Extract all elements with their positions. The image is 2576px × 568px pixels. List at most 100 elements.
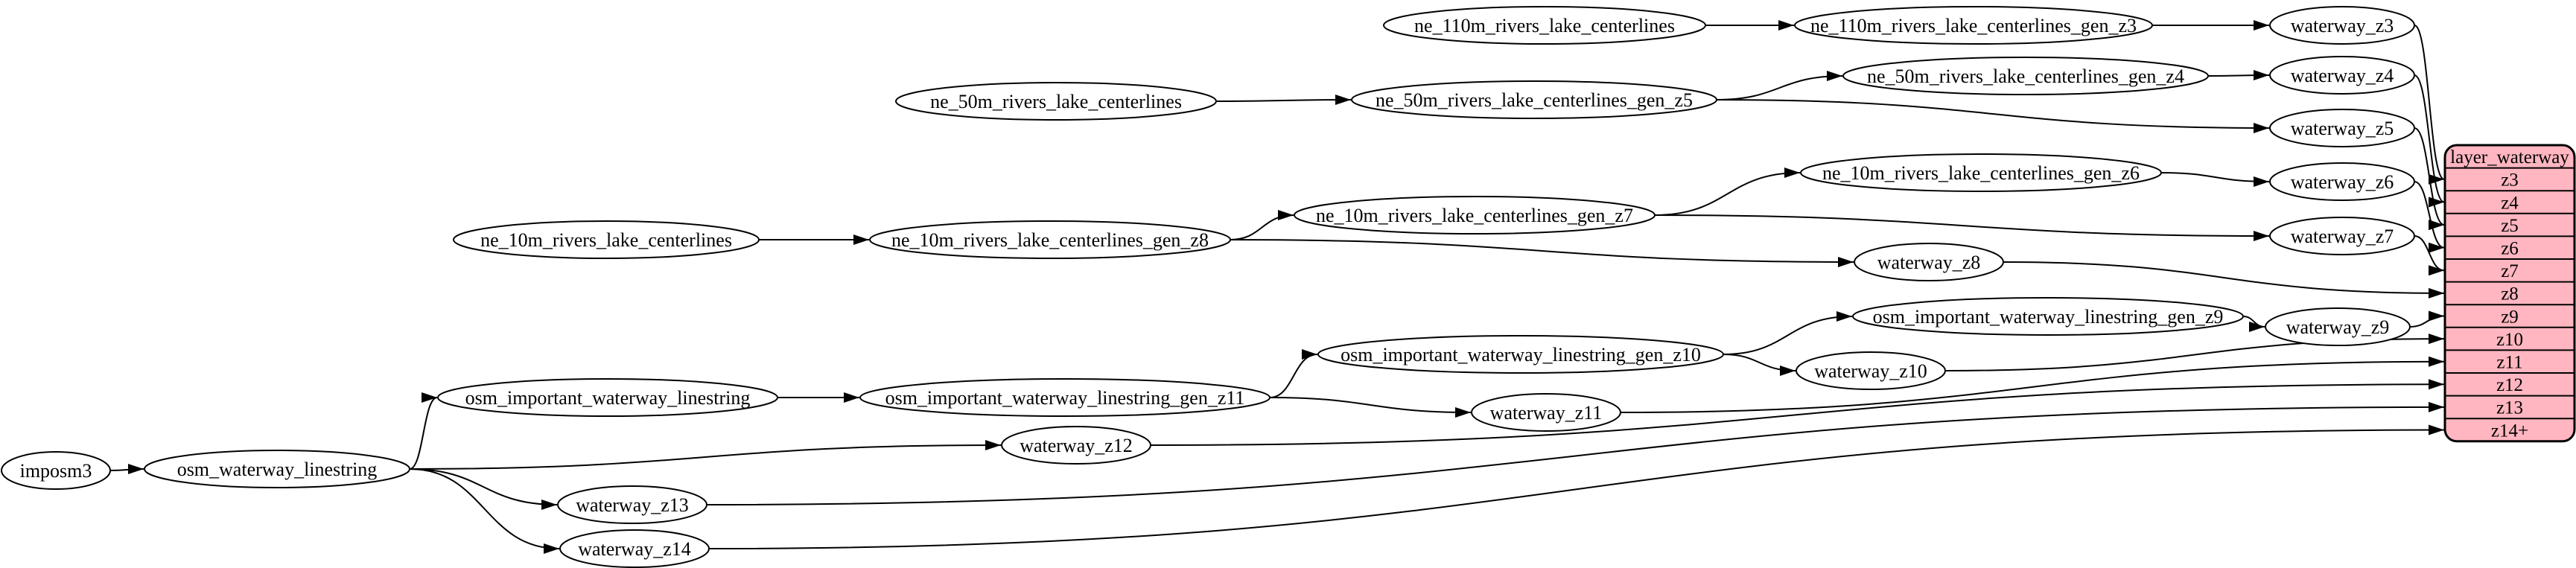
node-label: ne_50m_rivers_lake_centerlines_gen_z4 <box>1867 66 2184 87</box>
node-label: ne_50m_rivers_lake_centerlines_gen_z5 <box>1376 89 1693 111</box>
node-ellipse <box>2269 56 2415 95</box>
node-label: ne_10m_rivers_lake_centerlines <box>480 229 732 251</box>
node-waterway_z4: waterway_z4 <box>2269 56 2415 95</box>
node-label: ne_10m_rivers_lake_centerlines_gen_z6 <box>1822 162 2140 184</box>
node-ne_10m_rivers_lake_centerlines_gen_z7: ne_10m_rivers_lake_centerlines_gen_z7 <box>1294 196 1656 234</box>
edge-ne_10m_rivers_lake_centerlines_gen_z7-to-ne_10m_rivers_lake_centerlines_gen_z6 <box>1654 167 1801 216</box>
record-row-z6: z6 <box>2501 238 2519 258</box>
node-label: waterway_z10 <box>1814 360 1927 382</box>
node-label: ne_10m_rivers_lake_centerlines_gen_z8 <box>891 229 1209 251</box>
node-ellipse <box>2269 217 2415 255</box>
node-label: ne_10m_rivers_lake_centerlines_gen_z7 <box>1316 205 1633 226</box>
node-label: osm_important_waterway_linestring_gen_z1… <box>885 387 1245 409</box>
node-ne_10m_rivers_lake_centerlines_gen_z6: ne_10m_rivers_lake_centerlines_gen_z6 <box>1800 153 2162 192</box>
edge-osm_waterway_linestring-to-waterway_z14 <box>409 468 560 554</box>
node-label: osm_important_waterway_linestring <box>465 387 751 409</box>
node-label: ne_110m_rivers_lake_centerlines_gen_z3 <box>1810 15 2137 36</box>
record-row-z3: z3 <box>2501 170 2519 191</box>
edge-ne_10m_rivers_lake_centerlines_gen_z8-to-ne_10m_rivers_lake_centerlines_gen_z7 <box>1230 210 1294 240</box>
edge-osm_important_waterway_linestring_gen_z10-to-osm_important_waterway_linestring_gen_z9 <box>1723 311 1853 355</box>
record-row-z7: z7 <box>2501 261 2519 281</box>
node-ellipse <box>1001 426 1151 465</box>
node-waterway_z9: waterway_z9 <box>2265 307 2411 346</box>
node-ellipse <box>1800 153 2162 192</box>
node-waterway_z8: waterway_z8 <box>1854 243 2004 281</box>
edge-ne_50m_rivers_lake_centerlines_gen_z5-to-waterway_z5 <box>1716 99 2270 133</box>
record-row-z13: z13 <box>2496 398 2523 418</box>
edge-ne_50m_rivers_lake_centerlines_gen_z5-to-ne_50m_rivers_lake_centerlines_gen_z4 <box>1716 71 1843 100</box>
node-ne_50m_rivers_lake_centerlines_gen_z4: ne_50m_rivers_lake_centerlines_gen_z4 <box>1842 57 2209 95</box>
record-title: layer_waterway <box>2450 147 2569 167</box>
node-label: waterway_z11 <box>1490 402 1603 424</box>
edge-ne_10m_rivers_lake_centerlines_gen_z8-to-waterway_z8 <box>1230 239 1854 267</box>
node-waterway_z6: waterway_z6 <box>2269 162 2415 201</box>
node-ellipse <box>1317 335 1724 374</box>
node-label: waterway_z12 <box>1020 435 1133 456</box>
edge-osm_waterway_linestring-to-waterway_z12 <box>409 440 1002 470</box>
node-ellipse <box>557 485 707 524</box>
node-label: waterway_z13 <box>576 494 689 516</box>
node-ne_10m_rivers_lake_centerlines_gen_z8: ne_10m_rivers_lake_centerlines_gen_z8 <box>869 220 1231 259</box>
node-label: osm_waterway_linestring <box>177 459 378 480</box>
node-ellipse <box>2269 109 2415 147</box>
node-waterway_z12: waterway_z12 <box>1001 426 1151 465</box>
edge-osm_important_waterway_linestring_gen_z10-to-waterway_z10 <box>1723 354 1796 376</box>
edge-osm_important_waterway_linestring_gen_z9-to-waterway_z9 <box>2242 316 2265 332</box>
edge-waterway_z6-to-layer_waterway-z6 <box>2414 181 2445 253</box>
node-ellipse <box>1383 6 1706 45</box>
edge-osm_waterway_linestring-to-osm_important_waterway_linestring <box>409 392 438 470</box>
edge-waterway_z3-to-layer_waterway-z3 <box>2414 25 2445 185</box>
node-ellipse <box>1796 351 1946 390</box>
node-ellipse <box>1294 196 1656 234</box>
node-label: osm_important_waterway_linestring_gen_z1… <box>1341 344 1701 366</box>
node-osm_important_waterway_linestring_gen_z9: osm_important_waterway_linestring_gen_z9 <box>1852 297 2244 336</box>
edge-waterway_z11-to-layer_waterway-z11 <box>1620 356 2445 413</box>
layer-waterway-record: layer_waterwayz3z4z5z6z7z8z9z10z11z12z13… <box>2443 144 2576 443</box>
node-ellipse <box>2269 6 2415 45</box>
edge-osm_important_waterway_linestring_gen_z11-to-waterway_z11 <box>1269 397 1472 418</box>
nodes: imposm3 osm_waterway_linestring osm_import… <box>1 6 2415 568</box>
node-ellipse <box>2269 162 2415 201</box>
node-ellipse <box>895 82 1217 121</box>
record-row-z4: z4 <box>2501 193 2519 213</box>
node-waterway_z3: waterway_z3 <box>2269 6 2415 45</box>
edge-imposm3-to-osm_waterway_linestring <box>109 464 144 475</box>
node-waterway_z7: waterway_z7 <box>2269 217 2415 255</box>
node-label: waterway_z7 <box>2291 226 2394 247</box>
edge-waterway_z5-to-layer_waterway-z5 <box>2414 127 2445 230</box>
node-ne_50m_rivers_lake_centerlines: ne_50m_rivers_lake_centerlines <box>895 82 1217 121</box>
node-label: ne_110m_rivers_lake_centerlines <box>1414 15 1675 36</box>
node-ellipse <box>859 378 1270 417</box>
node-ellipse <box>437 378 778 417</box>
node-imposm3: imposm3 <box>1 451 111 490</box>
edges <box>109 20 2445 554</box>
node-label: waterway_z3 <box>2291 15 2394 36</box>
record-row-z11: z11 <box>2496 352 2522 372</box>
edge-waterway_z7-to-layer_waterway-z7 <box>2414 235 2445 276</box>
node-ellipse <box>1852 297 2244 336</box>
node-ne_110m_rivers_lake_centerlines_gen_z3: ne_110m_rivers_lake_centerlines_gen_z3 <box>1794 6 2153 45</box>
node-waterway_z14: waterway_z14 <box>559 529 710 568</box>
edge-osm_important_waterway_linestring_gen_z11-to-osm_important_waterway_linestring_gen_z10 <box>1269 349 1318 398</box>
node-ellipse <box>2265 307 2411 346</box>
record-row-z10: z10 <box>2496 330 2523 350</box>
node-label: waterway_z14 <box>578 538 691 560</box>
edge-waterway_z9-to-layer_waterway-z9 <box>2409 310 2445 328</box>
node-osm_important_waterway_linestring_gen_z11: osm_important_waterway_linestring_gen_z1… <box>859 378 1270 417</box>
node-waterway_z11: waterway_z11 <box>1471 393 1621 432</box>
node-label: waterway_z9 <box>2286 316 2390 338</box>
node-ne_110m_rivers_lake_centerlines: ne_110m_rivers_lake_centerlines <box>1383 6 1706 45</box>
node-ellipse <box>559 529 710 568</box>
node-osm_waterway_linestring: osm_waterway_linestring <box>144 450 410 488</box>
edge-ne_50m_rivers_lake_centerlines-to-ne_50m_rivers_lake_centerlines_gen_z5 <box>1215 95 1352 106</box>
node-label: waterway_z4 <box>2291 65 2394 86</box>
node-label: ne_50m_rivers_lake_centerlines <box>930 91 1182 112</box>
edge-waterway_z12-to-layer_waterway-z12 <box>1150 379 2445 446</box>
node-ellipse <box>1854 243 2004 281</box>
record-body <box>2443 144 2576 443</box>
edge-waterway_z8-to-layer_waterway-z8 <box>2003 261 2445 299</box>
edge-waterway_z4-to-layer_waterway-z4 <box>2414 74 2445 208</box>
node-waterway_z10: waterway_z10 <box>1796 351 1946 390</box>
node-ne_50m_rivers_lake_centerlines_gen_z5: ne_50m_rivers_lake_centerlines_gen_z5 <box>1351 80 1717 119</box>
